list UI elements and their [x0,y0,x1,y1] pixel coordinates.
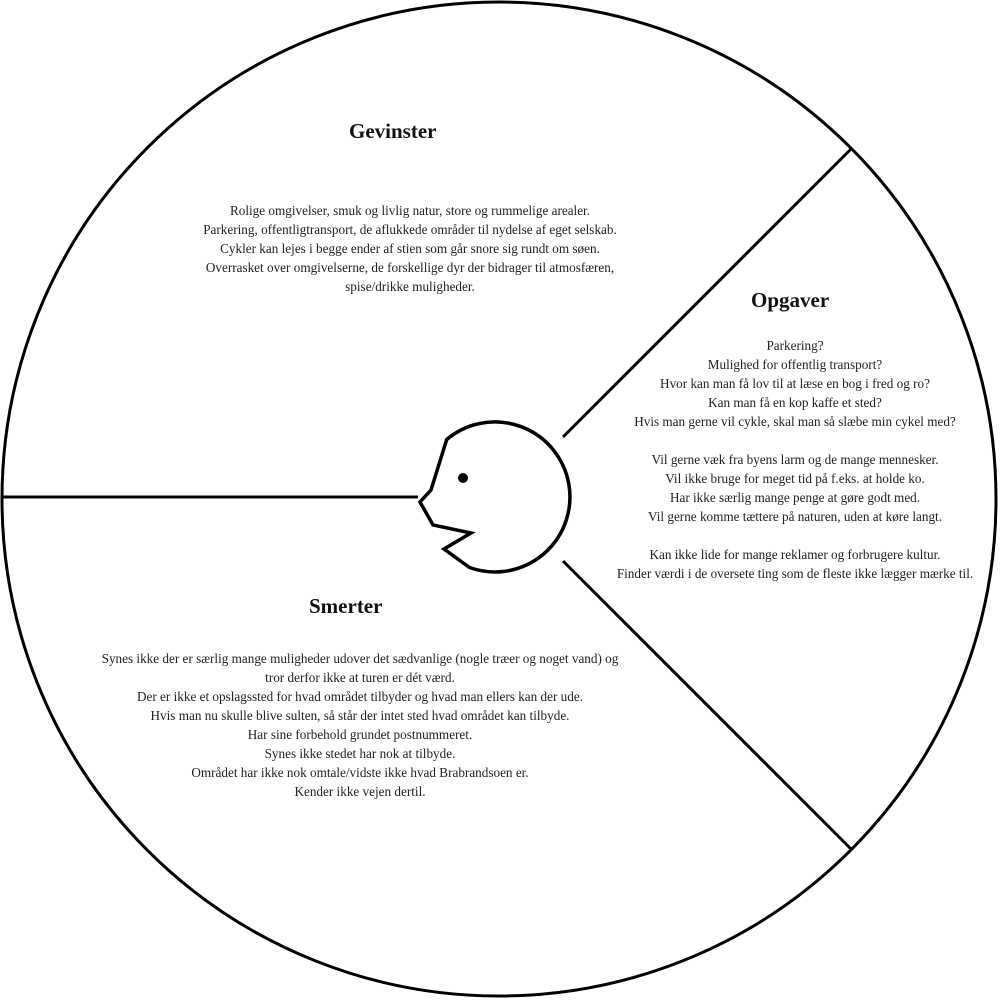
text-line: Parkering? [766,338,824,353]
text-line: Hvis man gerne vil cykle, skal man så sl… [634,414,956,429]
text-line: Området har ikke nok omtale/vidste ikke … [191,765,529,780]
text-line: Cykler kan lejes i begge ender af stien … [220,241,600,256]
text-line: Kender ikke vejen dertil. [294,784,426,799]
divider-lower-right [561,559,853,851]
face-profile-icon [417,420,572,574]
text-line: Vil gerne komme tættere på naturen, uden… [648,509,942,524]
text-line: Der er ikke et opslagssted for hvad områ… [136,689,584,704]
text-line: Kan ikke lide for mange reklamer og forb… [649,547,941,562]
gevinster-title: Gevinster [349,119,437,143]
text-line: spise/drikke muligheder. [345,279,475,294]
text-line: Hvor kan man få lov til at læse en bog i… [660,376,930,391]
divider-upper-right [561,147,853,439]
opgaver-text: Parkering? Mulighed for offentlig transp… [595,336,995,583]
text-line: Vil gerne væk fra byens larm og de mange… [651,452,939,467]
text-line: Parkering, offentligtransport, de aflukk… [203,222,617,237]
text-line: tror derfor ikke at turen er dét værd. [265,670,455,685]
opgaver-title: Opgaver [751,288,830,312]
text-line: Mulighed for offentlig transport? [707,357,883,372]
text-line: Synes ikke stedet har nok at tilbyde. [264,746,456,761]
text-line: Overrasket over omgivelserne, de forskel… [205,260,615,275]
text-line: Hvis man nu skulle blive sulten, så står… [150,708,570,723]
eye-dot [458,473,468,483]
smerter-text: Synes ikke der er særlig mange mulighede… [60,649,660,801]
text-line: Kan man få en kop kaffe et sted? [708,395,882,410]
text-line: Synes ikke der er særlig mange mulighede… [101,651,619,666]
text-line: Finder værdi i de oversete ting som de f… [616,566,974,581]
text-line: Har sine forbehold grundet postnummeret. [247,727,473,742]
text-line: Vil ikke bruge for meget tid på f.eks. a… [665,471,925,486]
gevinster-text: Rolige omgivelser, smuk og livlig natur,… [160,201,660,296]
smerter-title: Smerter [309,594,383,618]
text-line: Rolige omgivelser, smuk og livlig natur,… [229,203,591,218]
text-line: Har ikke særlig mange penge at gøre godt… [669,490,921,505]
